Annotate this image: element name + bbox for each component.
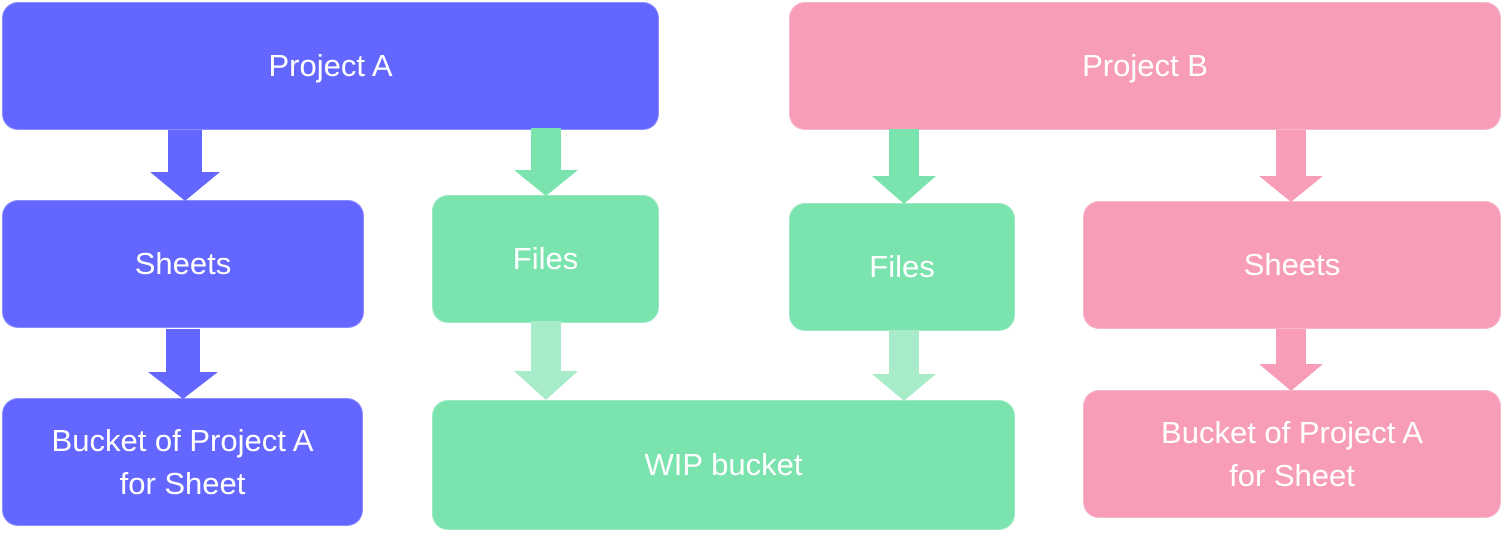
arrow-project-b-to-files	[872, 129, 936, 204]
project-b-box: Project B	[789, 2, 1501, 130]
project-b-files-label: Files	[869, 249, 935, 285]
project-b-label: Project B	[1082, 48, 1208, 84]
project-a-bucket-label-line2: for Sheet	[119, 466, 246, 501]
arrow-sheets-to-bucket-a	[148, 329, 218, 399]
arrow-sheets-to-bucket-b	[1259, 329, 1323, 391]
project-a-box: Project A	[2, 2, 659, 130]
arrow-project-b-to-sheets	[1259, 130, 1323, 202]
project-a-bucket-box: Bucket of Project A for Sheet	[2, 398, 363, 526]
project-a-sheets-box: Sheets	[2, 200, 364, 328]
project-a-bucket-label-line1: Bucket of Project A	[51, 422, 314, 458]
project-b-sheets-label: Sheets	[1243, 247, 1341, 283]
project-a-label: Project A	[268, 48, 393, 84]
project-a-files-label: Files	[512, 241, 579, 277]
project-b-bucket-box: Bucket of Project A for Sheet	[1083, 390, 1501, 518]
project-a-files-box: Files	[432, 195, 659, 323]
arrow-files-b-to-wip	[872, 330, 936, 401]
wip-bucket-box: WIP bucket	[432, 400, 1015, 530]
arrow-files-a-to-wip	[514, 321, 578, 400]
project-b-bucket-label-line1: Bucket of Project A	[1161, 414, 1423, 450]
project-b-files-box: Files	[789, 203, 1015, 331]
wip-bucket-label: WIP bucket	[644, 447, 803, 483]
arrow-project-a-to-files	[514, 128, 578, 196]
arrow-project-a-to-sheets	[150, 130, 220, 201]
project-a-sheets-label: Sheets	[134, 246, 232, 282]
project-b-sheets-box: Sheets	[1083, 201, 1501, 329]
project-b-bucket-label-line2: for Sheet	[1229, 458, 1355, 493]
